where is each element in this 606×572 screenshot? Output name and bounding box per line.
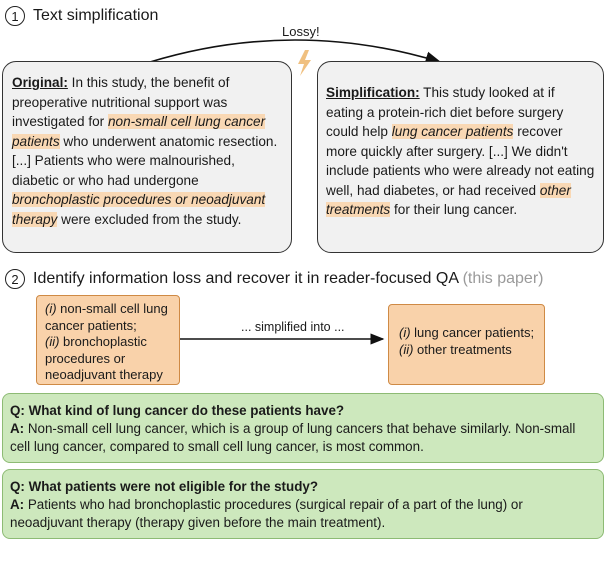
- step-1-title: Text simplification: [33, 7, 159, 24]
- simplified-into-label: ... simplified into ...: [238, 320, 348, 335]
- left-marker-2: (ii): [45, 334, 60, 349]
- lossy-label: Lossy!: [280, 24, 322, 39]
- simplification-text-2: recover more quickly after surgery. [...…: [326, 124, 595, 198]
- right-item-2: other treatments: [413, 341, 512, 357]
- qa-answer-label-2: A:: [10, 497, 25, 512]
- simplification-heading: Simplification:: [326, 85, 420, 100]
- left-marker-1: (i): [45, 301, 57, 316]
- simplification-text-1: This study looked at if eating a protein…: [326, 85, 564, 139]
- step-1-number: 1: [5, 6, 25, 26]
- qa-answer-1: A: Non-small cell lung cancer, which is …: [10, 420, 597, 456]
- qa-answer-text-1: Non-small cell lung cancer, which is a g…: [10, 421, 576, 454]
- original-text-3: were excluded from the study.: [57, 211, 242, 227]
- simplified-spans-box: (i) lung cancer patients; (ii) other tre…: [388, 304, 545, 385]
- qa-answer-2: A: Patients who had bronchoplastic proce…: [10, 496, 597, 532]
- simplification-box: Simplification: This study looked at if …: [317, 61, 604, 253]
- original-heading: Original:: [12, 75, 68, 90]
- qa-box-1: Q: What kind of lung cancer do these pat…: [2, 393, 604, 463]
- simplification-highlight-1: lung cancer patients: [391, 124, 514, 139]
- qa-box-2: Q: What patients were not eligible for t…: [2, 469, 604, 539]
- lightning-icon: [298, 50, 311, 76]
- step-2-title: Identify information loss and recover it…: [33, 270, 459, 287]
- qa-answer-label-1: A:: [10, 421, 25, 436]
- right-item-1: lung cancer patients;: [410, 325, 535, 340]
- qa-question-1: Q: What kind of lung cancer do these pat…: [10, 403, 345, 418]
- step-2-title-wrap: Identify information loss and recover it…: [33, 269, 543, 289]
- simplification-text-3: for their lung cancer.: [390, 202, 518, 217]
- left-item-2: bronchoplastic procedures or neoadjuvant…: [45, 334, 163, 382]
- original-text-1: In this study, the benefit of preoperati…: [12, 75, 230, 129]
- original-box: Original: In this study, the benefit of …: [2, 61, 292, 253]
- qa-answer-text-2: Patients who had bronchoplastic procedur…: [10, 497, 523, 530]
- original-text-2: who underwent anatomic resection. [...] …: [12, 133, 278, 188]
- right-marker-1: (i): [399, 325, 411, 340]
- left-item-1: non-small cell lung cancer patients;: [45, 301, 168, 333]
- right-marker-2: (ii): [399, 341, 414, 357]
- qa-question-2: Q: What patients were not eligible for t…: [10, 479, 319, 494]
- original-spans-box: (i) non-small cell lung cancer patients;…: [36, 295, 180, 385]
- step-2-number: 2: [5, 269, 25, 289]
- step-2-note: (this paper): [462, 270, 544, 287]
